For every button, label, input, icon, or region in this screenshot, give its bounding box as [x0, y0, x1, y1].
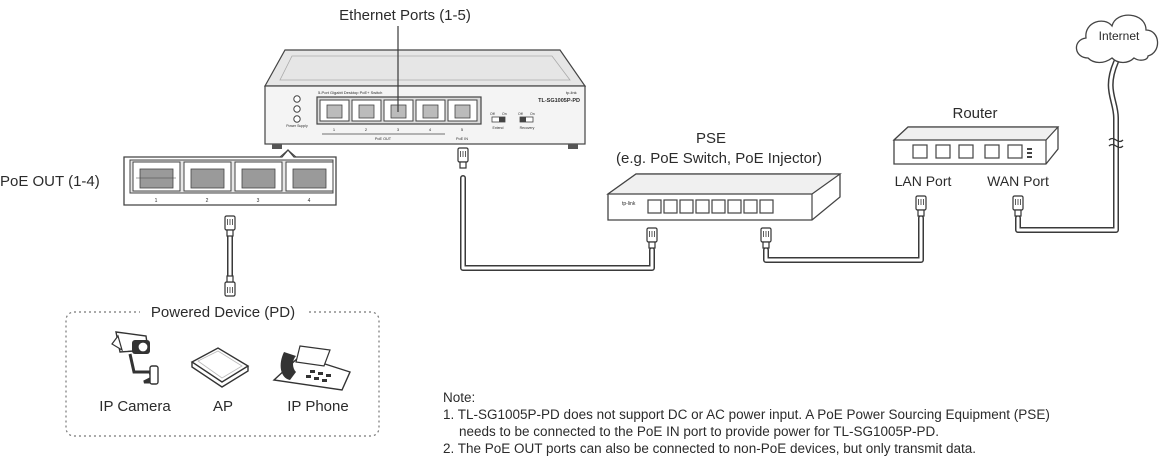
port-number: 1: [333, 127, 336, 132]
powered-device-label: Powered Device (PD): [151, 304, 295, 321]
extend-switch[interactable]: [491, 116, 506, 123]
rj45-plug-icon: [224, 215, 236, 237]
ethernet-port-2[interactable]: [351, 99, 382, 122]
cable-pse-to-router: [763, 215, 924, 263]
ethernet-ports: [319, 99, 478, 122]
cable-switch-to-pse: [460, 175, 655, 271]
port-number: 2: [365, 127, 368, 132]
access-point-icon: [190, 347, 250, 388]
note-line-2: 2. The PoE OUT ports can also be connect…: [443, 441, 977, 456]
lan-port-label: LAN Port: [895, 173, 952, 189]
rj45-plug-icon: [224, 275, 236, 297]
zoom-port-number: 3: [257, 198, 260, 204]
cloud-icon: [1075, 14, 1159, 64]
switch-device: Power Supply 5-Port Gigabit Desktop PoE+…: [263, 49, 587, 149]
on-label: On: [530, 112, 535, 116]
ip-phone-icon: [272, 345, 351, 391]
ethernet-port-4[interactable]: [415, 99, 446, 122]
poe-out-port-2[interactable]: [183, 161, 232, 192]
power-supply-label: Power Supply: [286, 124, 308, 128]
rj45-plug-icon: [1012, 195, 1024, 217]
internet-label: Internet: [1099, 29, 1140, 43]
pse-device: tp-link: [606, 173, 842, 221]
zoom-port-number: 1: [155, 198, 158, 204]
note-line-1b: needs to be connected to the PoE IN port…: [459, 424, 940, 439]
recovery-switch[interactable]: [519, 116, 534, 123]
poe-out-port-3[interactable]: [234, 161, 283, 192]
ethernet-ports-label: Ethernet Ports (1-5): [339, 7, 471, 24]
router-device: [892, 126, 1060, 165]
off-label: Off: [490, 112, 495, 116]
note-section: Note: 1. TL-SG1005P-PD does not support …: [443, 389, 1143, 457]
note-line-1: 1. TL-SG1005P-PD does not support DC or …: [443, 407, 1050, 422]
pse-brand: tp-link: [622, 201, 636, 207]
port-number: 4: [429, 127, 432, 132]
break-mark: [1108, 137, 1124, 149]
off-label: Off: [518, 112, 523, 116]
port-number: 3: [397, 127, 400, 132]
zoom-port-number: 2: [206, 198, 209, 204]
ap-label: AP: [213, 398, 233, 415]
poe-out-port-4[interactable]: [285, 161, 334, 192]
switch-model: TL-SG1005P-PD: [538, 98, 580, 104]
poe-out-label-main: PoE OUT (1-4): [0, 173, 100, 190]
switch-description: 5-Port Gigabit Desktop PoE+ Switch: [318, 90, 382, 95]
recovery-label: Recovery: [520, 126, 535, 130]
poe-out-zoom: 1 2 3 4: [123, 149, 337, 206]
rj45-plug-icon: [457, 147, 469, 169]
pse-label: PSE: [696, 130, 726, 147]
ip-phone-label: IP Phone: [287, 398, 348, 415]
cable-router-to-internet: [1015, 59, 1119, 233]
wan-port-label: WAN Port: [987, 173, 1049, 189]
switch-brand: tp-link: [566, 90, 577, 95]
extend-label: Extend: [493, 126, 504, 130]
ethernet-port-5[interactable]: [447, 99, 478, 122]
router-label: Router: [952, 105, 997, 122]
pse-ports: [647, 199, 774, 214]
ip-camera-label: IP Camera: [99, 398, 171, 415]
zoom-port-number: 4: [308, 198, 311, 204]
poe-in-label: PoE IN: [456, 137, 468, 141]
rj45-plug-icon: [760, 227, 772, 249]
ethernet-port-1[interactable]: [319, 99, 350, 122]
rj45-plug-icon: [646, 227, 658, 249]
poe-out-port-1[interactable]: [132, 161, 181, 192]
port-number: 5: [461, 127, 464, 132]
poe-out-label: PoE OUT: [375, 137, 392, 141]
ip-camera-icon: [111, 331, 159, 385]
note-title: Note:: [443, 390, 476, 405]
rj45-plug-icon: [915, 195, 927, 217]
pse-subtitle: (e.g. PoE Switch, PoE Injector): [616, 150, 822, 167]
on-label: On: [502, 112, 507, 116]
